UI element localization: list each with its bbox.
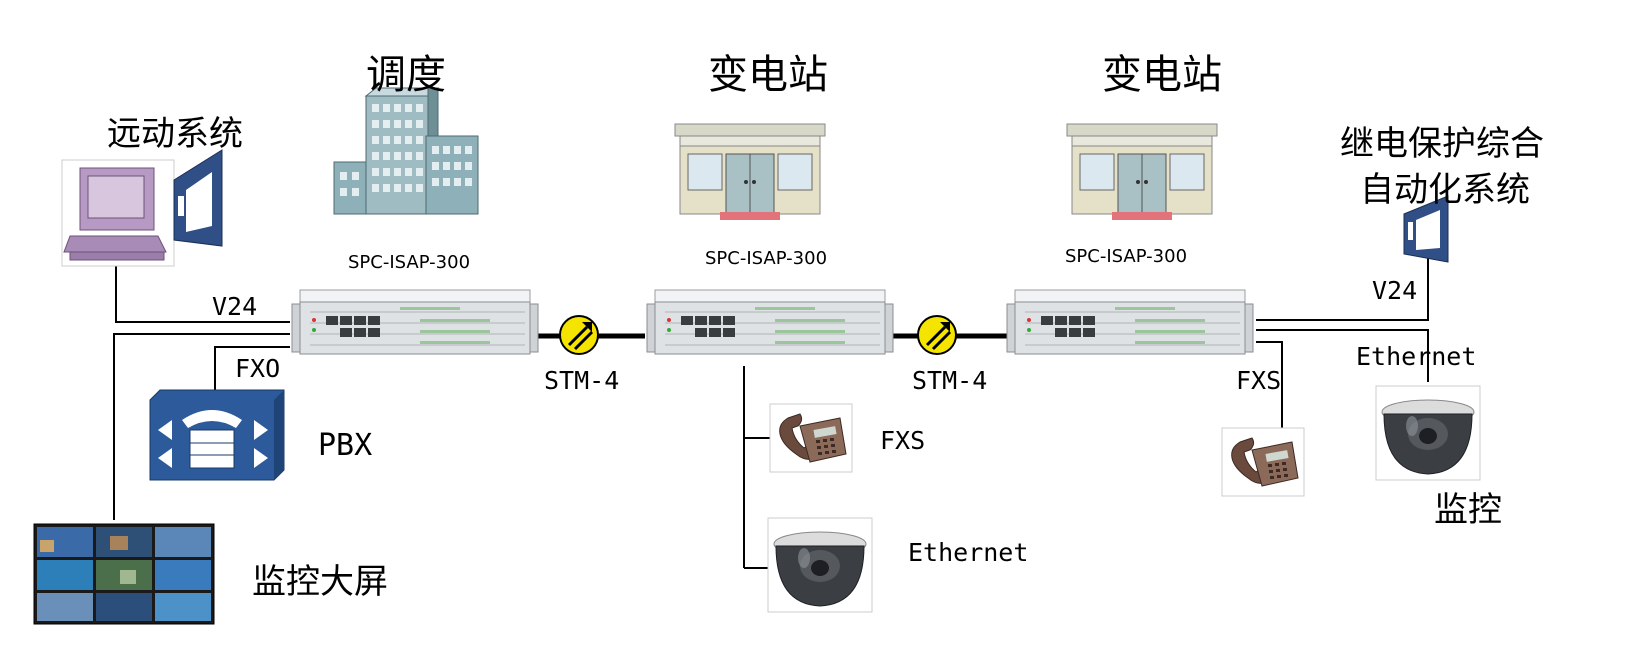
protection-system-label-line1: 继电保护综合 — [1340, 124, 1544, 164]
substation-building-icon — [1066, 123, 1218, 221]
fxs-mid-label: FXS — [880, 426, 926, 455]
v24-left-label: V24 — [212, 292, 258, 321]
ethernet-right-label: Ethernet — [1356, 342, 1477, 371]
ethernet-right-line — [1256, 329, 1429, 382]
ethernet-mid-label: Ethernet — [908, 538, 1029, 567]
computer-icon — [61, 159, 175, 267]
stm4-left-label: STM-4 — [544, 366, 620, 395]
protection-system-label-line2: 自动化系统 — [1360, 170, 1530, 210]
substation-b-title: 变电站 — [1102, 52, 1222, 98]
video-wall-icon — [33, 523, 215, 625]
v24-right-label: V24 — [1372, 276, 1418, 305]
stm4-right-label: STM-4 — [912, 366, 988, 395]
dome-camera-icon — [767, 517, 873, 613]
fxs-right-label: FXS — [1236, 366, 1282, 395]
fxs-right-line — [1256, 341, 1283, 428]
fxo-label: FXO — [235, 354, 281, 383]
substation-a-model-label: SPC-ISAP-300 — [705, 248, 828, 269]
office-building-icon — [333, 87, 479, 215]
video-wall-label: 监控大屏 — [252, 562, 388, 602]
dispatch-model-label: SPC-ISAP-300 — [348, 252, 471, 273]
optical-amplifier-icon — [558, 314, 600, 356]
pbx-icon — [149, 389, 285, 481]
dispatch-title: 调度 — [366, 52, 446, 98]
optical-amplifier-icon — [916, 314, 958, 356]
transmission-chassis-icon — [1006, 289, 1254, 355]
modem-icon — [173, 149, 223, 247]
v24-left-line — [115, 266, 290, 323]
transmission-chassis-icon — [646, 289, 894, 355]
video-wall-line — [113, 333, 290, 520]
telephone-icon — [769, 403, 853, 473]
v24-right-line — [1256, 244, 1429, 321]
telecontrol-label: 远动系统 — [107, 114, 243, 154]
substation-a-title: 变电站 — [708, 52, 828, 98]
monitoring-label: 监控 — [1434, 490, 1502, 530]
modem-icon — [1403, 195, 1449, 263]
dome-camera-icon — [1375, 385, 1481, 481]
substation-building-icon — [674, 123, 826, 221]
substation-b-model-label: SPC-ISAP-300 — [1065, 246, 1188, 267]
transmission-chassis-icon — [291, 289, 539, 355]
pbx-label: PBX — [318, 428, 373, 463]
connection-lines — [113, 244, 1429, 569]
fxo-line — [214, 346, 290, 390]
telephone-icon — [1221, 427, 1305, 497]
